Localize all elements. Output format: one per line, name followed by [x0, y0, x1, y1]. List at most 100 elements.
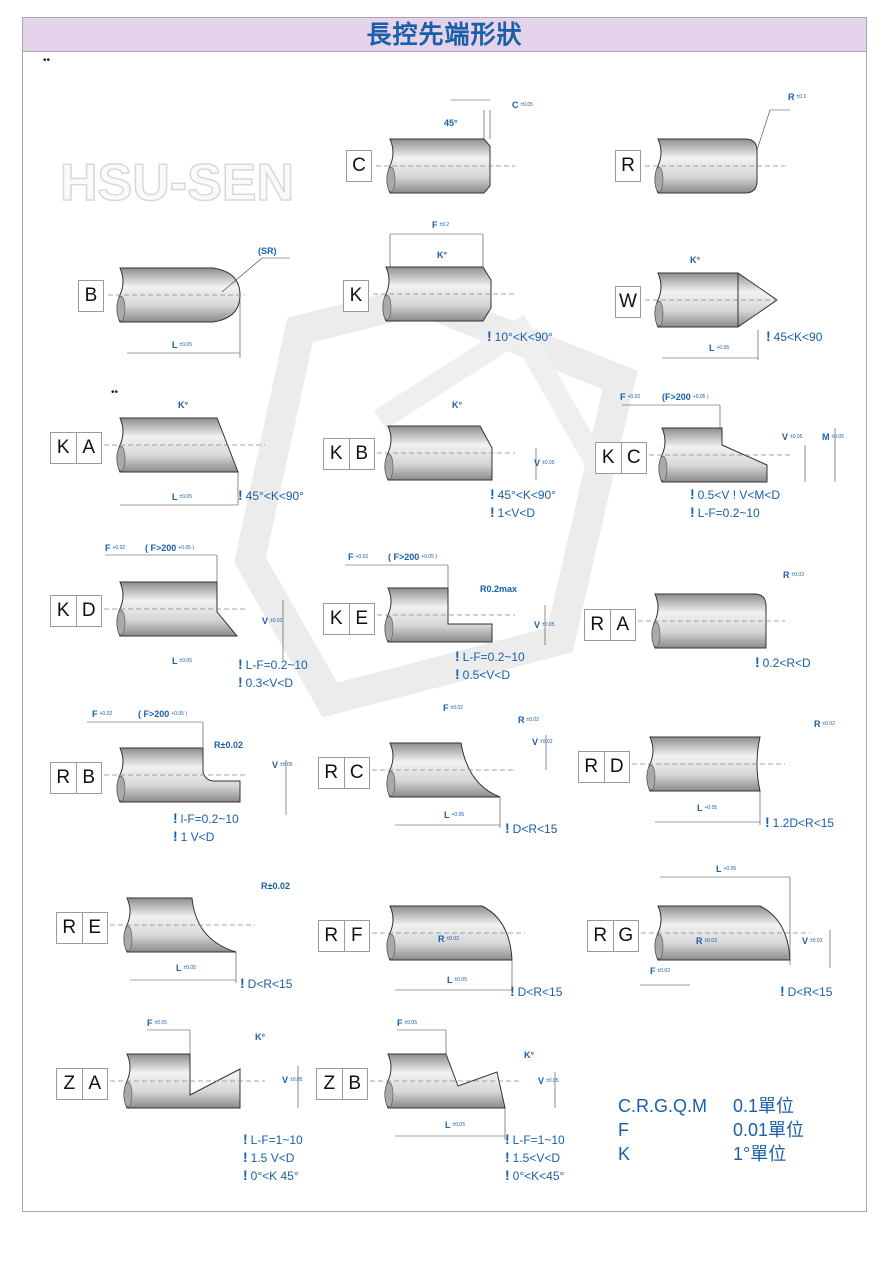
note-bullet-icon: ! — [238, 674, 243, 690]
dimension-label: V±0.02 — [802, 936, 823, 947]
note-bullet-icon: ! — [510, 983, 515, 999]
constraint-note: !0.5<V ! V<M<D — [690, 486, 780, 502]
code-letter: R — [324, 762, 339, 783]
note-text: L-F=0.2~10 — [245, 658, 308, 672]
note-text: D<R<15 — [247, 977, 293, 991]
cross-section-mark — [384, 615, 394, 642]
note-bullet-icon: ! — [243, 1131, 248, 1147]
note-text: 0.2<R<D — [762, 656, 811, 670]
dimension-tolerance: ±0.02 — [270, 618, 283, 624]
dimension-label: R±0.02 — [814, 719, 835, 730]
constraint-note: !0.3<V<D — [238, 674, 293, 690]
dimension-symbol: R — [696, 936, 703, 946]
dimension-tolerance: ±0.05 — [454, 977, 467, 983]
dimension-symbol: V — [262, 616, 269, 626]
shape-code-r: R — [615, 150, 641, 182]
dimension-symbol: L — [176, 963, 182, 973]
dimension-line — [221, 257, 263, 293]
constraint-note: !1.2D<R<15 — [765, 814, 834, 830]
constraint-note: !1.5 V<D — [243, 1149, 294, 1165]
dimension-label: V±0.05 — [534, 458, 555, 469]
constraint-note: !0.2<R<D — [755, 654, 811, 670]
dimension-symbol: L — [445, 1120, 451, 1130]
legend-row: F 0.01單位 — [618, 1118, 804, 1142]
legend-key: F — [618, 1120, 629, 1140]
dimension-symbol: K° — [690, 255, 701, 265]
code-letter: R — [62, 917, 77, 938]
dimension-label: K° — [255, 1032, 265, 1043]
note-text: 1.2D<R<15 — [772, 816, 835, 830]
marks: •• — [43, 55, 51, 66]
code-letter: R — [590, 614, 605, 635]
dimension-label: ( F>200+0.05 ) — [138, 709, 187, 720]
constraint-note: !10°<K<90° — [487, 328, 553, 344]
constraint-note: !45<K<90 — [766, 328, 822, 344]
page-title: 長控先端形狀 — [366, 20, 523, 49]
note-bullet-icon: ! — [487, 328, 492, 344]
note-bullet-icon: ! — [755, 654, 760, 670]
note-text: 0.5<V ! V<M<D — [697, 488, 781, 502]
dimension-tolerance: ±0.05 — [179, 494, 192, 500]
dimension-symbol: (SR) — [258, 246, 277, 256]
dimension-symbol: R — [788, 92, 795, 102]
dimension-label: L+0.05 — [709, 343, 729, 354]
dimension-tolerance: ±0.1 — [796, 94, 807, 100]
legend-key: C.R.G.Q.M — [618, 1096, 707, 1116]
note-text: 45°<K<90° — [497, 488, 556, 502]
note-text: D<R<15 — [517, 985, 563, 999]
dimension-symbol: L — [172, 656, 178, 666]
dimension-symbol: K° — [255, 1032, 266, 1042]
dimension-label: K° — [524, 1050, 534, 1061]
code-letter: A — [81, 1069, 108, 1099]
note-bullet-icon: ! — [455, 648, 460, 664]
dimension-label: F+0.02 — [348, 552, 368, 563]
dimension-label: R±0.02 — [261, 881, 290, 892]
dimension-tolerance: ±0.02 — [526, 717, 539, 723]
dimension-symbol: C — [512, 100, 519, 110]
dimension-tolerance: ±0.02 — [657, 968, 670, 974]
dimension-tolerance: ±0.05 — [154, 1020, 167, 1026]
dimension-symbol: L — [709, 343, 715, 353]
note-bullet-icon: ! — [243, 1149, 248, 1165]
dimension-label: R±0.1 — [788, 92, 806, 103]
dimension-symbol: K° — [452, 400, 463, 410]
dimension-label: F±0.05 — [397, 1018, 417, 1029]
dimension-tolerance: ±0.05 — [179, 658, 192, 664]
code-letter: K — [349, 285, 363, 306]
dimension-tolerance: ±0.05 — [280, 762, 293, 768]
dimension-label: V±0.05 — [534, 620, 555, 631]
constraint-note: !D<R<15 — [510, 983, 562, 999]
code-letter: K — [56, 437, 70, 458]
dimension-label: C±0.05 — [512, 100, 533, 111]
constraint-note: !L-F=0.2~10 — [238, 656, 308, 672]
cross-section-mark — [384, 453, 394, 480]
dimension-label: R±0.02 — [438, 934, 459, 945]
dimension-symbol: R — [814, 719, 821, 729]
code-letter: R — [324, 925, 339, 946]
code-letter: B — [341, 1069, 368, 1099]
dimension-symbol: L — [447, 975, 453, 985]
legend-key: K — [618, 1144, 631, 1164]
code-letter: C — [352, 155, 366, 176]
dimension-label: F+0.02 — [92, 709, 112, 720]
dimension-label: R0.2max — [480, 584, 517, 595]
dimension-label: F+0.02 — [620, 392, 640, 403]
dimension-tolerance: ±0.05 — [542, 622, 555, 628]
constraint-note: !L-F=0.2~10 — [690, 504, 760, 520]
dimension-symbol: L — [172, 492, 178, 502]
dimension-label: V±0.05 — [282, 1075, 303, 1086]
dimension-symbol: 45° — [444, 118, 458, 128]
constraint-note: !D<R<15 — [240, 975, 292, 991]
dimension-label: K° — [178, 400, 188, 411]
dimension-symbol: R — [783, 570, 790, 580]
dimension-symbol: R±0.02 — [261, 881, 290, 891]
code-letter: D — [75, 596, 102, 626]
legend-value: 0.01單位 — [733, 1120, 805, 1140]
dimension-label: F±0.02 — [443, 703, 463, 714]
note-text: 45<K<90 — [773, 330, 823, 344]
